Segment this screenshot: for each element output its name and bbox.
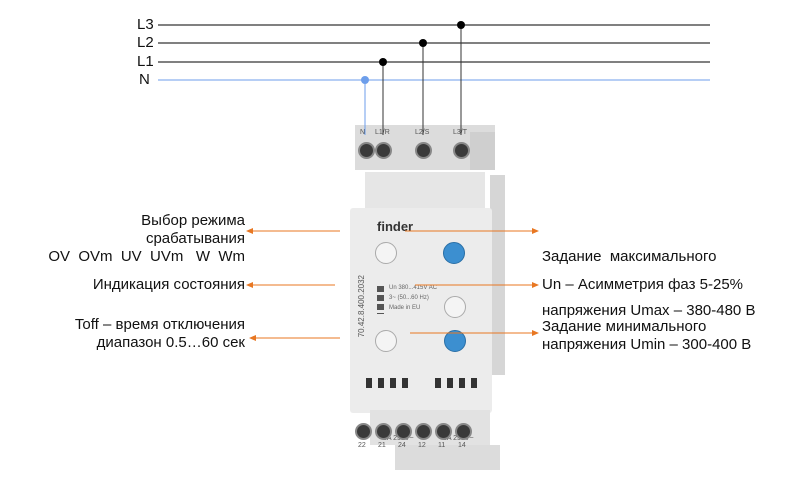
screw-terminal (355, 423, 372, 440)
screw-terminal (375, 423, 392, 440)
screw-terminal (415, 423, 432, 440)
asymmetry-knob[interactable] (444, 296, 466, 318)
indicator-slot (459, 378, 465, 388)
annotation-line: OV OVm UV UVm W Wm (48, 248, 245, 265)
junction-dot (419, 39, 427, 47)
finder-logo: finder (377, 219, 414, 234)
screw-terminal (375, 142, 392, 159)
indicator-slot (378, 378, 384, 388)
terminal-label: 22 (358, 442, 366, 449)
terminal-label: 11 (438, 442, 446, 449)
spec-text: Made in EU (389, 305, 421, 311)
front-panel (350, 208, 492, 413)
status-leds (377, 286, 384, 314)
indicator-slot (435, 378, 441, 388)
wire-label-l1: L1 (137, 53, 154, 70)
terminal-label: 12 (418, 442, 426, 449)
junction-dot (379, 58, 387, 66)
terminal-label: N (360, 129, 366, 136)
umin-annotation: Задание минимального напряжения Umin – 3… (542, 318, 751, 354)
annotation-line: напряжения Umin – 300-400 В (542, 336, 752, 353)
spec-text: Un 380...415V AC (389, 285, 438, 291)
housing-side (490, 175, 505, 375)
indicator-slot (447, 378, 453, 388)
indicator-slot (471, 378, 477, 388)
annotation-line: Задание максимального (542, 248, 717, 265)
relay-device: N L1/R L2/S L3/T finder 70.42.8.400.2032… (345, 120, 505, 470)
toff-annotation: Toff – время отключения диапазон 0.5…60 … (45, 316, 245, 352)
screw-terminal (453, 142, 470, 159)
screw-terminal (455, 423, 472, 440)
spec-text: 3~ (50...60 Hz) (389, 295, 429, 301)
terminal-label: L2/S (415, 129, 430, 136)
side-panel (470, 132, 495, 170)
annotation-line: напряжения Umax – 380-480 В (542, 302, 756, 319)
wire-label-n: N (139, 71, 150, 88)
annotation-line: Задание минимального (542, 318, 707, 335)
mode-selector-knob[interactable] (375, 242, 397, 264)
screw-terminal (435, 423, 452, 440)
indicator-slot (366, 378, 372, 388)
terminal-label: 24 (398, 442, 406, 449)
umax-knob[interactable] (443, 242, 465, 264)
umin-knob[interactable] (444, 330, 466, 352)
annotation-line: Toff – время отключения (74, 316, 245, 333)
asymmetry-annotation: Un – Асимметрия фаз 5-25% (542, 276, 744, 293)
junction-dot (361, 76, 369, 84)
bottom-terminal-block (395, 445, 500, 470)
screw-terminal (395, 423, 412, 440)
housing-step (365, 172, 485, 210)
status-annotation: Индикация состояния (92, 276, 245, 293)
terminal-label: 14 (458, 442, 466, 449)
annotation-line: Выбор режима срабатывания (141, 212, 245, 247)
junction-dot (457, 21, 465, 29)
terminal-label: L3/T (453, 129, 468, 136)
mode-annotation: Выбор режима срабатывания OV OVm UV UVm … (45, 212, 245, 266)
indicator-slot (390, 378, 396, 388)
wire-label-l3: L3 (137, 16, 154, 33)
indicator-slot (402, 378, 408, 388)
terminal-label: L1/R (375, 129, 390, 136)
wire-label-l2: L2 (137, 34, 154, 51)
screw-terminal (358, 142, 375, 159)
annotation-line: диапазон 0.5…60 сек (96, 334, 245, 351)
terminal-label: 21 (378, 442, 386, 449)
screw-terminal (415, 142, 432, 159)
umax-annotation: Задание максимального напряжения Umax – … (542, 212, 755, 356)
toff-knob[interactable] (375, 330, 397, 352)
